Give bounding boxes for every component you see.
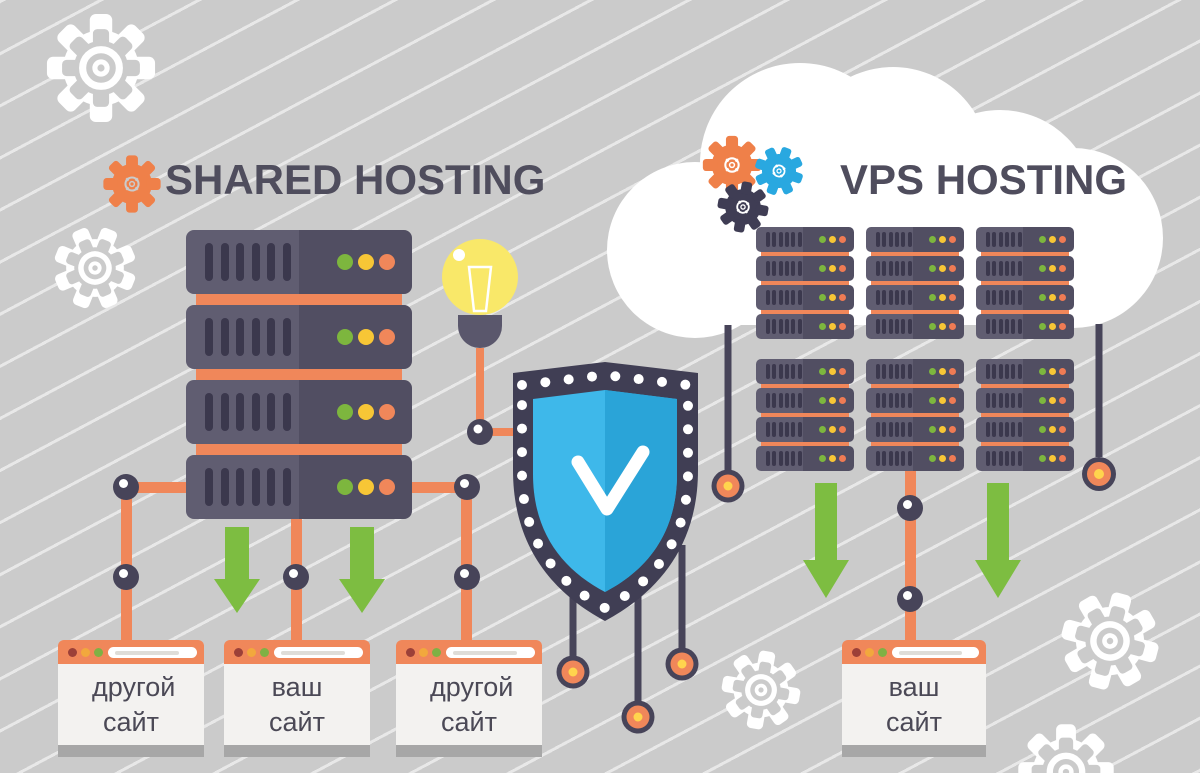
vps-server-unit: [976, 359, 1074, 384]
vps-server-unit: [756, 388, 854, 413]
vps-server-unit: [976, 388, 1074, 413]
address-bar: [892, 647, 979, 658]
vps-server-unit: [756, 314, 854, 339]
window-dot-icon: [94, 648, 103, 657]
vps-hosting-title: VPS HOSTING: [840, 156, 1128, 203]
vps-server-column: [866, 227, 964, 473]
circuit-line: [412, 482, 472, 493]
vps-server-grid: [756, 227, 1074, 473]
window-dot-icon: [260, 648, 269, 657]
site-window: другой сайт: [58, 640, 204, 757]
window-shadow: [396, 745, 542, 757]
vps-server-unit: [976, 446, 1074, 471]
window-dot-icon: [878, 648, 887, 657]
site-window: ваш сайт: [842, 640, 986, 757]
connector-node: [283, 564, 309, 590]
gear-outline-icon: [47, 14, 155, 122]
gear-outline-icon: [716, 645, 807, 736]
connector-node: [113, 474, 139, 500]
window-dot-icon: [68, 648, 77, 657]
window-titlebar: [58, 640, 204, 664]
connector-node: [897, 586, 923, 612]
address-bar: [274, 647, 363, 658]
window-dot-icon: [865, 648, 874, 657]
site-window: другой сайт: [396, 640, 542, 757]
gear-outline-icon: [41, 214, 149, 322]
window-dot-icon: [247, 648, 256, 657]
vps-server-unit: [866, 227, 964, 252]
circuit-line: [120, 482, 186, 493]
vps-server-unit: [976, 227, 1074, 252]
window-shadow: [58, 745, 204, 757]
address-bar: [446, 647, 535, 658]
site-window: ваш сайт: [224, 640, 370, 757]
circuit-trace: [1095, 324, 1103, 457]
window-dot-icon: [432, 648, 441, 657]
vps-server-unit: [756, 256, 854, 281]
window-dot-icon: [234, 648, 243, 657]
window-dot-icon: [419, 648, 428, 657]
gear-outline-icon: [1018, 724, 1113, 773]
server-unit: [186, 380, 412, 444]
connector-node: [897, 495, 923, 521]
vps-server-unit: [756, 446, 854, 471]
vps-server-unit: [756, 417, 854, 442]
vps-server-unit: [756, 285, 854, 310]
vps-server-unit: [756, 359, 854, 384]
vps-server-unit: [976, 285, 1074, 310]
address-bar: [108, 647, 197, 658]
window-titlebar: [842, 640, 986, 664]
vps-server-unit: [866, 388, 964, 413]
shield-check-icon: [513, 362, 698, 702]
server-unit: [186, 305, 412, 369]
vps-server-unit: [866, 359, 964, 384]
vps-server-unit: [866, 314, 964, 339]
window-dot-icon: [852, 648, 861, 657]
circuit-line: [905, 471, 916, 645]
window-titlebar: [396, 640, 542, 664]
vps-server-unit: [976, 256, 1074, 281]
vps-server-unit: [976, 314, 1074, 339]
vps-server-unit: [976, 417, 1074, 442]
window-dot-icon: [406, 648, 415, 657]
vps-server-column: [976, 227, 1074, 473]
vps-server-unit: [866, 446, 964, 471]
connector-node: [454, 564, 480, 590]
site-label: ваш сайт: [269, 671, 325, 737]
connector-node: [454, 474, 480, 500]
shared-hosting-title: SHARED HOSTING: [165, 156, 546, 203]
circuit-trace: [724, 325, 732, 470]
server-unit: [186, 455, 412, 519]
connector-node: [113, 564, 139, 590]
vps-server-unit: [866, 285, 964, 310]
window-shadow: [224, 745, 370, 757]
site-label: другой сайт: [92, 671, 176, 737]
vps-server-column: [756, 227, 854, 473]
site-label: ваш сайт: [886, 671, 942, 737]
vps-server-unit: [866, 256, 964, 281]
window-shadow: [842, 745, 986, 757]
window-dot-icon: [81, 648, 90, 657]
window-titlebar: [224, 640, 370, 664]
gear-outline-icon: [1050, 581, 1169, 700]
circuit-terminal-nodes: [556, 457, 1116, 734]
site-label: другой сайт: [430, 671, 514, 737]
shared-server-stack: [186, 230, 412, 519]
gear-icon: [103, 155, 160, 212]
server-unit: [186, 230, 412, 294]
vps-server-unit: [866, 417, 964, 442]
vps-server-unit: [756, 227, 854, 252]
lightbulb-icon: [442, 239, 518, 445]
